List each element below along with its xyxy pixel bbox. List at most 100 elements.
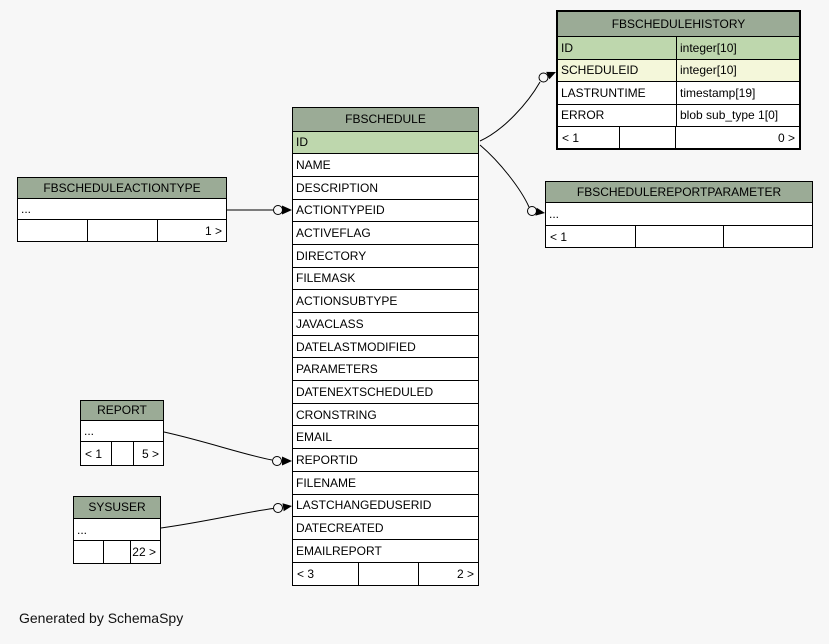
footer-spacer bbox=[103, 541, 130, 563]
table-title[interactable]: FBSCHEDULEREPORTPARAMETER bbox=[546, 182, 812, 203]
column-name: ACTIVEFLAG bbox=[296, 226, 371, 241]
footer-spacer bbox=[87, 220, 156, 241]
footer-spacer bbox=[619, 127, 675, 148]
column-name: ... bbox=[549, 207, 560, 221]
column-row: DATECREATED bbox=[293, 517, 478, 540]
footer-spacer bbox=[358, 562, 418, 585]
column-name: LASTRUNTIME bbox=[561, 85, 646, 100]
column-name: DATECREATED bbox=[296, 521, 384, 536]
parent-count: < 1 bbox=[85, 446, 103, 461]
column-name: ... bbox=[84, 424, 95, 438]
column-row: FILENAME bbox=[293, 471, 478, 495]
column-name: EMAILREPORT bbox=[296, 543, 382, 558]
column-row: EMAILREPORT bbox=[293, 539, 478, 563]
table-title[interactable]: SYSUSER bbox=[74, 497, 160, 519]
relationship-count-footer: < 1 0 > bbox=[558, 127, 799, 148]
parent-count bbox=[74, 541, 103, 563]
table-title[interactable]: FBSCHEDULEACTIONTYPE bbox=[18, 178, 226, 199]
relationship-count-footer: < 1 bbox=[546, 226, 812, 247]
zero-connector-icon bbox=[538, 72, 549, 83]
table-title[interactable]: FBSCHEDULEHISTORY bbox=[558, 12, 799, 37]
column-row: ... bbox=[18, 199, 226, 220]
column-row: JAVACLASS bbox=[293, 313, 478, 336]
parent-count: < 3 bbox=[297, 566, 315, 581]
column-name: DATELASTMODIFIED bbox=[296, 339, 416, 354]
column-name: LASTCHANGEDUSERID bbox=[296, 498, 432, 513]
child-count: 22 > bbox=[130, 541, 160, 563]
column-name: ERROR bbox=[561, 108, 605, 123]
column-name: REPORTID bbox=[296, 452, 358, 467]
column-row: REPORTID bbox=[293, 449, 478, 472]
table-title[interactable]: FBSCHEDULE bbox=[293, 108, 478, 132]
arrowhead-icon bbox=[535, 207, 545, 216]
column-row: DATENEXTSCHEDULED bbox=[293, 381, 478, 404]
relationship-sysuser-schedule bbox=[160, 503, 292, 529]
column-row: FILEMASK bbox=[293, 267, 478, 291]
column-row: ID bbox=[293, 131, 478, 155]
parent-count: < 1 bbox=[562, 130, 580, 145]
column-type: integer[10] bbox=[676, 59, 799, 81]
generated-by-caption: Generated by SchemaSpy bbox=[19, 610, 184, 626]
column-name: NAME bbox=[296, 158, 331, 173]
relationship-line bbox=[163, 431, 273, 461]
arrowhead-icon bbox=[546, 71, 556, 80]
column-type: timestamp[19] bbox=[676, 82, 799, 104]
column-row: NAME bbox=[293, 154, 478, 177]
arrowhead-icon bbox=[282, 205, 292, 215]
column-name: ID bbox=[296, 135, 308, 150]
column-row: DIRECTORY bbox=[293, 244, 478, 268]
relationship-count-footer: < 1 5 > bbox=[81, 442, 163, 465]
parent-count bbox=[18, 220, 87, 241]
relationship-line bbox=[160, 508, 274, 529]
column-type: integer[10] bbox=[676, 37, 799, 59]
table-sysuser[interactable]: SYSUSER...22 > bbox=[73, 496, 161, 564]
column-row: ACTIONTYPEID bbox=[293, 199, 478, 223]
column-row: LASTRUNTIME timestamp[19] bbox=[558, 82, 799, 105]
relationship-schedule-history bbox=[479, 71, 556, 142]
arrowhead-icon bbox=[282, 503, 292, 512]
column-row: ACTIVEFLAG bbox=[293, 222, 478, 245]
column-name: PARAMETERS bbox=[296, 362, 378, 377]
column-name: ID bbox=[561, 40, 573, 55]
footer-spacer bbox=[634, 226, 724, 247]
column-row: EMAIL bbox=[293, 426, 478, 450]
relationship-line bbox=[479, 144, 530, 208]
column-row: PARAMETERS bbox=[293, 358, 478, 382]
column-row: ... bbox=[74, 519, 160, 541]
relationship-schedule-reportparameter bbox=[479, 144, 545, 216]
column-name: FILENAME bbox=[296, 475, 357, 490]
table-fbscheduleactiontype[interactable]: FBSCHEDULEACTIONTYPE...1 > bbox=[17, 177, 227, 242]
column-row: ACTIONSUBTYPE bbox=[293, 290, 478, 313]
child-count: 2 > bbox=[418, 562, 478, 585]
column-row: CRONSTRING bbox=[293, 403, 478, 427]
table-report[interactable]: REPORT... < 1 5 > bbox=[80, 400, 164, 466]
table-fbschedulereportparameter[interactable]: FBSCHEDULEREPORTPARAMETER... < 1 bbox=[545, 181, 813, 248]
child-count bbox=[723, 226, 812, 247]
column-row: ... bbox=[546, 203, 812, 226]
column-name: SCHEDULEID bbox=[561, 63, 639, 78]
relationship-actiontype-schedule bbox=[227, 205, 292, 215]
column-name: ... bbox=[21, 202, 32, 216]
column-row: SCHEDULEID integer[10] bbox=[558, 59, 799, 82]
column-name: ACTIONSUBTYPE bbox=[296, 294, 398, 309]
footer-spacer bbox=[111, 442, 133, 465]
column-row: ERROR blob sub_type 1[0] bbox=[558, 104, 799, 127]
zero-connector-icon bbox=[273, 503, 283, 513]
zero-connector-icon bbox=[273, 205, 283, 215]
column-name: DATENEXTSCHEDULED bbox=[296, 384, 434, 399]
column-name: EMAIL bbox=[296, 430, 333, 445]
zero-connector-icon bbox=[527, 206, 537, 216]
relationship-count-footer: < 3 2 > bbox=[293, 562, 478, 585]
child-count: 0 > bbox=[675, 127, 799, 148]
table-title[interactable]: REPORT bbox=[81, 401, 163, 421]
column-row: ID integer[10] bbox=[558, 37, 799, 60]
relationship-count-footer: 22 > bbox=[74, 541, 160, 563]
column-row: DATELASTMODIFIED bbox=[293, 335, 478, 359]
column-type: blob sub_type 1[0] bbox=[676, 104, 799, 126]
child-count: 5 > bbox=[133, 442, 163, 465]
relationship-line bbox=[479, 81, 541, 142]
column-row: ... bbox=[81, 421, 163, 442]
